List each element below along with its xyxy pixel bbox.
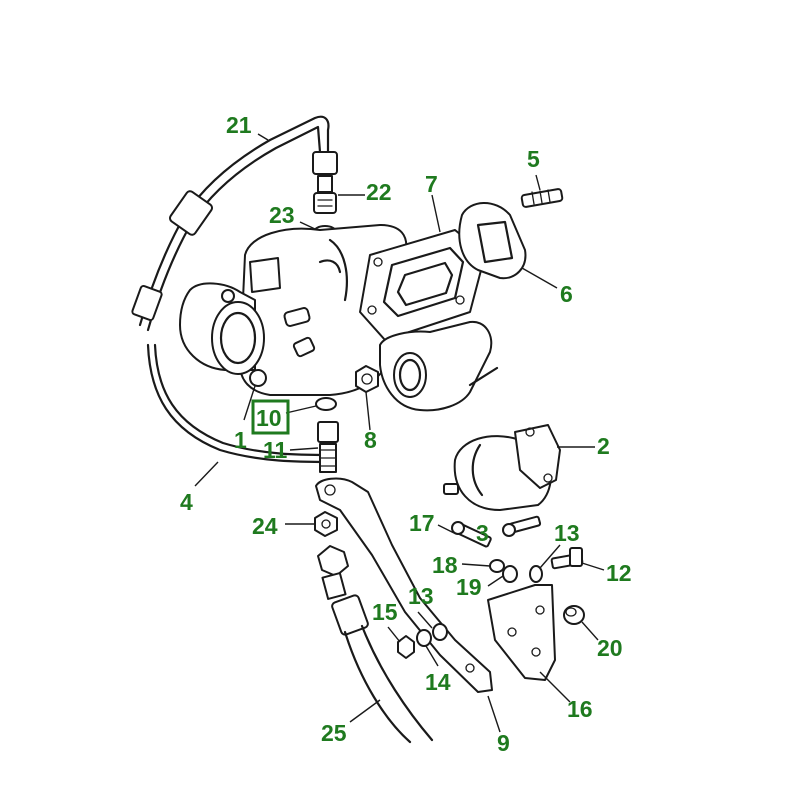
oil-feed-pipe bbox=[131, 115, 330, 332]
gasket-inner bbox=[476, 220, 514, 264]
stud bbox=[520, 188, 564, 208]
return-hose bbox=[317, 545, 434, 744]
callout-8[interactable]: 8 bbox=[364, 427, 377, 453]
connector-adapter bbox=[317, 421, 339, 473]
leader-lines bbox=[194, 133, 605, 733]
callout-12[interactable]: 12 bbox=[606, 560, 632, 586]
callout-labels: 21 22 23 7 5 6 2 10 8 1 11 4 24 17 3 13 … bbox=[180, 112, 632, 756]
callout-15[interactable]: 15 bbox=[372, 599, 398, 625]
callout-21[interactable]: 21 bbox=[226, 112, 252, 138]
callout-25[interactable]: 25 bbox=[321, 720, 347, 746]
washer-18 bbox=[489, 559, 505, 573]
nut bbox=[355, 365, 379, 393]
callout-17[interactable]: 17 bbox=[409, 510, 435, 536]
turbocharger-body bbox=[179, 224, 408, 396]
nut-24 bbox=[314, 511, 338, 537]
callout-20[interactable]: 20 bbox=[597, 635, 623, 661]
callout-24[interactable]: 24 bbox=[252, 513, 278, 539]
actuator-bracket bbox=[487, 584, 556, 681]
fastener-set-left bbox=[397, 623, 448, 659]
callout-18[interactable]: 18 bbox=[432, 552, 458, 578]
callout-14[interactable]: 14 bbox=[425, 669, 451, 695]
callout-13-right[interactable]: 13 bbox=[554, 520, 580, 546]
callout-6[interactable]: 6 bbox=[560, 281, 573, 307]
callout-7[interactable]: 7 bbox=[425, 171, 438, 197]
callout-2[interactable]: 2 bbox=[597, 433, 610, 459]
wastegate-actuator bbox=[443, 424, 561, 511]
turbine-outlet bbox=[379, 320, 499, 412]
callout-1[interactable]: 1 bbox=[234, 427, 247, 453]
callout-10[interactable]: 10 bbox=[256, 405, 282, 431]
callout-5[interactable]: 5 bbox=[527, 146, 540, 172]
callout-11[interactable]: 11 bbox=[263, 437, 288, 463]
support-bracket bbox=[315, 477, 493, 693]
callout-22[interactable]: 22 bbox=[366, 179, 392, 205]
washer-13 bbox=[529, 565, 543, 583]
washer-19 bbox=[502, 565, 518, 583]
callout-23[interactable]: 23 bbox=[269, 202, 295, 228]
spacer-20 bbox=[563, 605, 585, 625]
callout-4[interactable]: 4 bbox=[180, 489, 193, 515]
exhaust-flange bbox=[359, 229, 486, 341]
callout-13-left[interactable]: 13 bbox=[408, 583, 434, 609]
callout-3[interactable]: 3 bbox=[476, 520, 489, 546]
highlight-box bbox=[251, 399, 290, 435]
bolt-12 bbox=[550, 547, 584, 570]
bolt-17 bbox=[451, 521, 492, 548]
callout-9[interactable]: 9 bbox=[497, 730, 510, 756]
banjo-bolt bbox=[312, 151, 338, 214]
callout-16[interactable]: 16 bbox=[567, 696, 593, 722]
callout-19[interactable]: 19 bbox=[456, 574, 482, 600]
sealing-washer-10 bbox=[315, 397, 337, 411]
bolt-3 bbox=[502, 515, 542, 537]
oil-drain-pipe bbox=[146, 343, 332, 464]
